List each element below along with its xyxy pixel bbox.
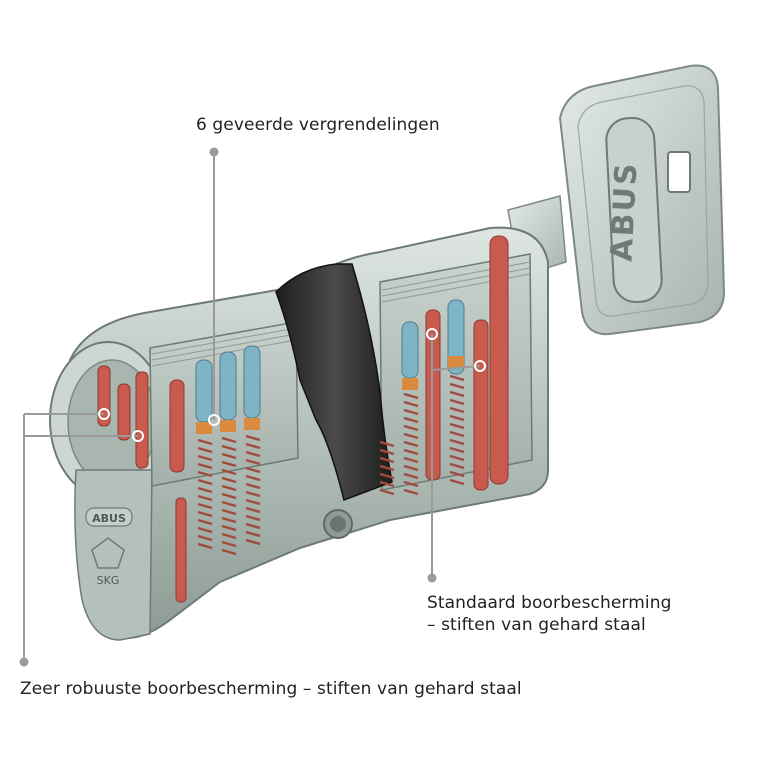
label-standard-drill-line1: Standaard boorbescherming [427,593,672,613]
label-standard-drill-line2: – stiften van gehard staal [427,615,646,635]
leader-dots [19,147,437,667]
leader-end-rings [98,328,486,442]
label-locking-pins: 6 geveerde vergrendelingen [196,115,440,135]
leader-lines [23,152,481,660]
label-robust-drill-protection: Zeer robuuste boorbescherming – stiften … [20,679,522,699]
cylinder-brand-emboss: ABUS [92,512,126,525]
cylinder-mark-emboss: SKG [97,574,120,587]
key-brand-emboss: ABUS [604,161,644,263]
label-standard-drill-protection: Standaard boorbescherming – stiften van … [427,592,671,636]
cylinder-lock-icon [49,226,549,641]
